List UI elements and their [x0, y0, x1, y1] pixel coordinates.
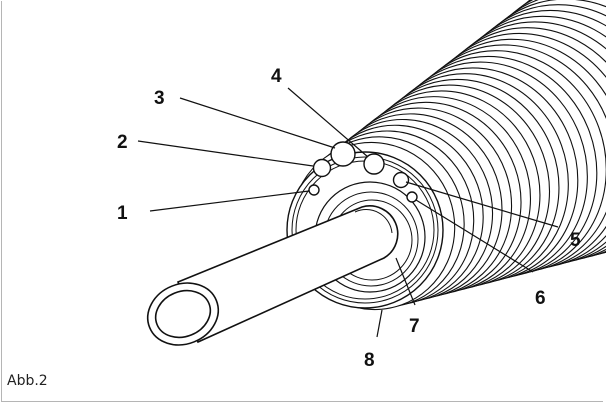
corrugated-jacket — [290, 0, 606, 311]
callout-labels: 1 2 3 4 5 6 7 8 — [117, 66, 581, 371]
callout-5: 5 — [570, 230, 581, 251]
leader-6 — [415, 199, 534, 273]
tube-3 — [330, 141, 356, 167]
tube-1 — [308, 184, 320, 196]
leader-5 — [405, 181, 559, 228]
tube-2 — [312, 158, 332, 178]
callout-6: 6 — [535, 288, 546, 309]
leader-1 — [149, 190, 310, 212]
pipe-body — [177, 205, 399, 344]
leader-7 — [395, 257, 416, 306]
callout-3: 3 — [154, 88, 165, 109]
figure-caption: Abb.2 — [7, 373, 48, 389]
tube-5 — [392, 171, 410, 189]
leader-3 — [179, 97, 336, 149]
leader-8 — [376, 309, 383, 338]
tube-4 — [363, 153, 385, 175]
tube-6 — [406, 191, 418, 203]
leader-lines — [137, 87, 559, 338]
callout-1: 1 — [117, 203, 128, 224]
leader-2 — [137, 140, 314, 167]
callout-7: 7 — [409, 316, 420, 337]
leader-4 — [287, 87, 369, 158]
pipe-end-inner — [154, 289, 212, 339]
pipe-mouth-edge — [354, 209, 393, 234]
callout-2: 2 — [117, 132, 128, 153]
central-pipe — [146, 205, 399, 346]
callout-8: 8 — [364, 350, 375, 371]
callout-4: 4 — [271, 66, 282, 87]
